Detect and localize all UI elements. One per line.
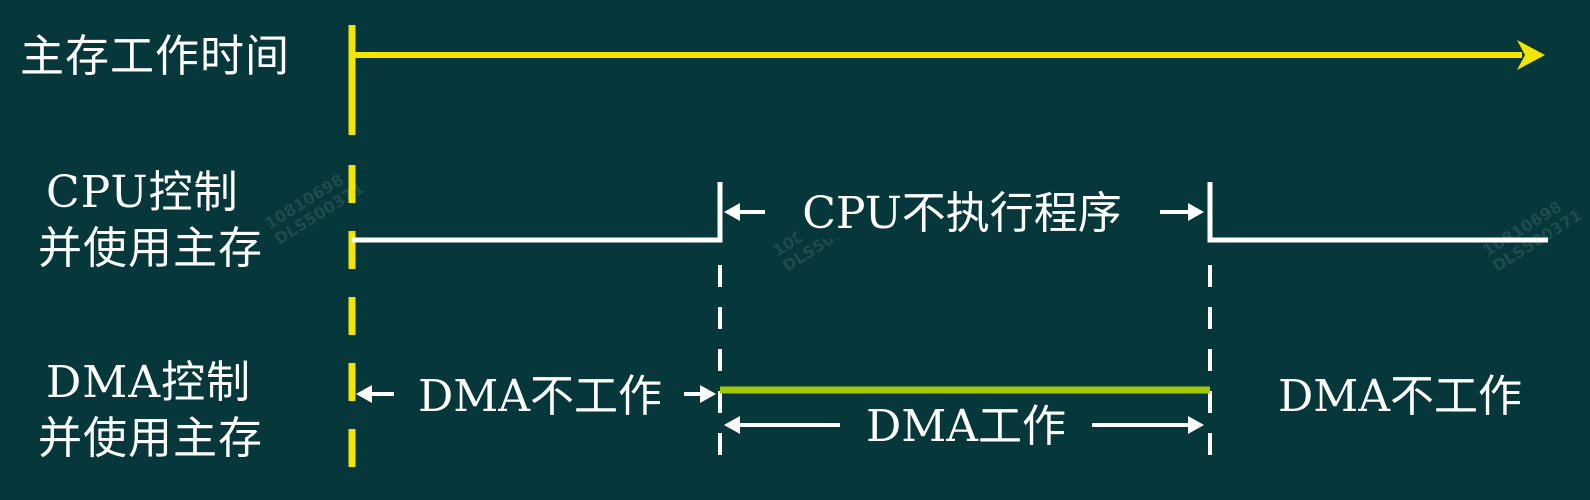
dma-work-arrow-left-head — [724, 416, 740, 434]
memory-row-label: 主存工作时间 — [20, 31, 290, 82]
dma-row-label-line2: 并使用主存 — [38, 413, 263, 464]
cpu-not-executing-label: CPU不执行程序 — [796, 189, 1128, 239]
dma-row-label: DMA控制 并使用主存 — [38, 355, 263, 467]
dma-idle-arrow-left-head — [356, 385, 372, 403]
cpu-row-label-line1: CPU控制 — [46, 167, 239, 218]
dma-work-arrow-right-head — [1188, 416, 1204, 434]
dma-idle-arrow-right-head — [700, 385, 716, 403]
dma-idle-before-label: DMA不工作 — [417, 371, 663, 422]
cpu-row-label-line2: 并使用主存 — [38, 223, 263, 274]
cpu-row-label: CPU控制 并使用主存 — [38, 165, 263, 277]
cpu-span-arrow-left-head — [724, 203, 740, 221]
cpu-signal-line-resume — [1207, 182, 1548, 243]
dma-idle-after-label: DMA不工作 — [1277, 371, 1523, 422]
dma-row-label-line1: DMA控制 — [46, 357, 252, 408]
cpu-signal-line — [352, 182, 723, 243]
cpu-span-arrow-right-head — [1188, 203, 1204, 221]
memory-time-arrowhead — [1517, 40, 1545, 70]
dma-working-label: DMA工作 — [859, 402, 1073, 452]
